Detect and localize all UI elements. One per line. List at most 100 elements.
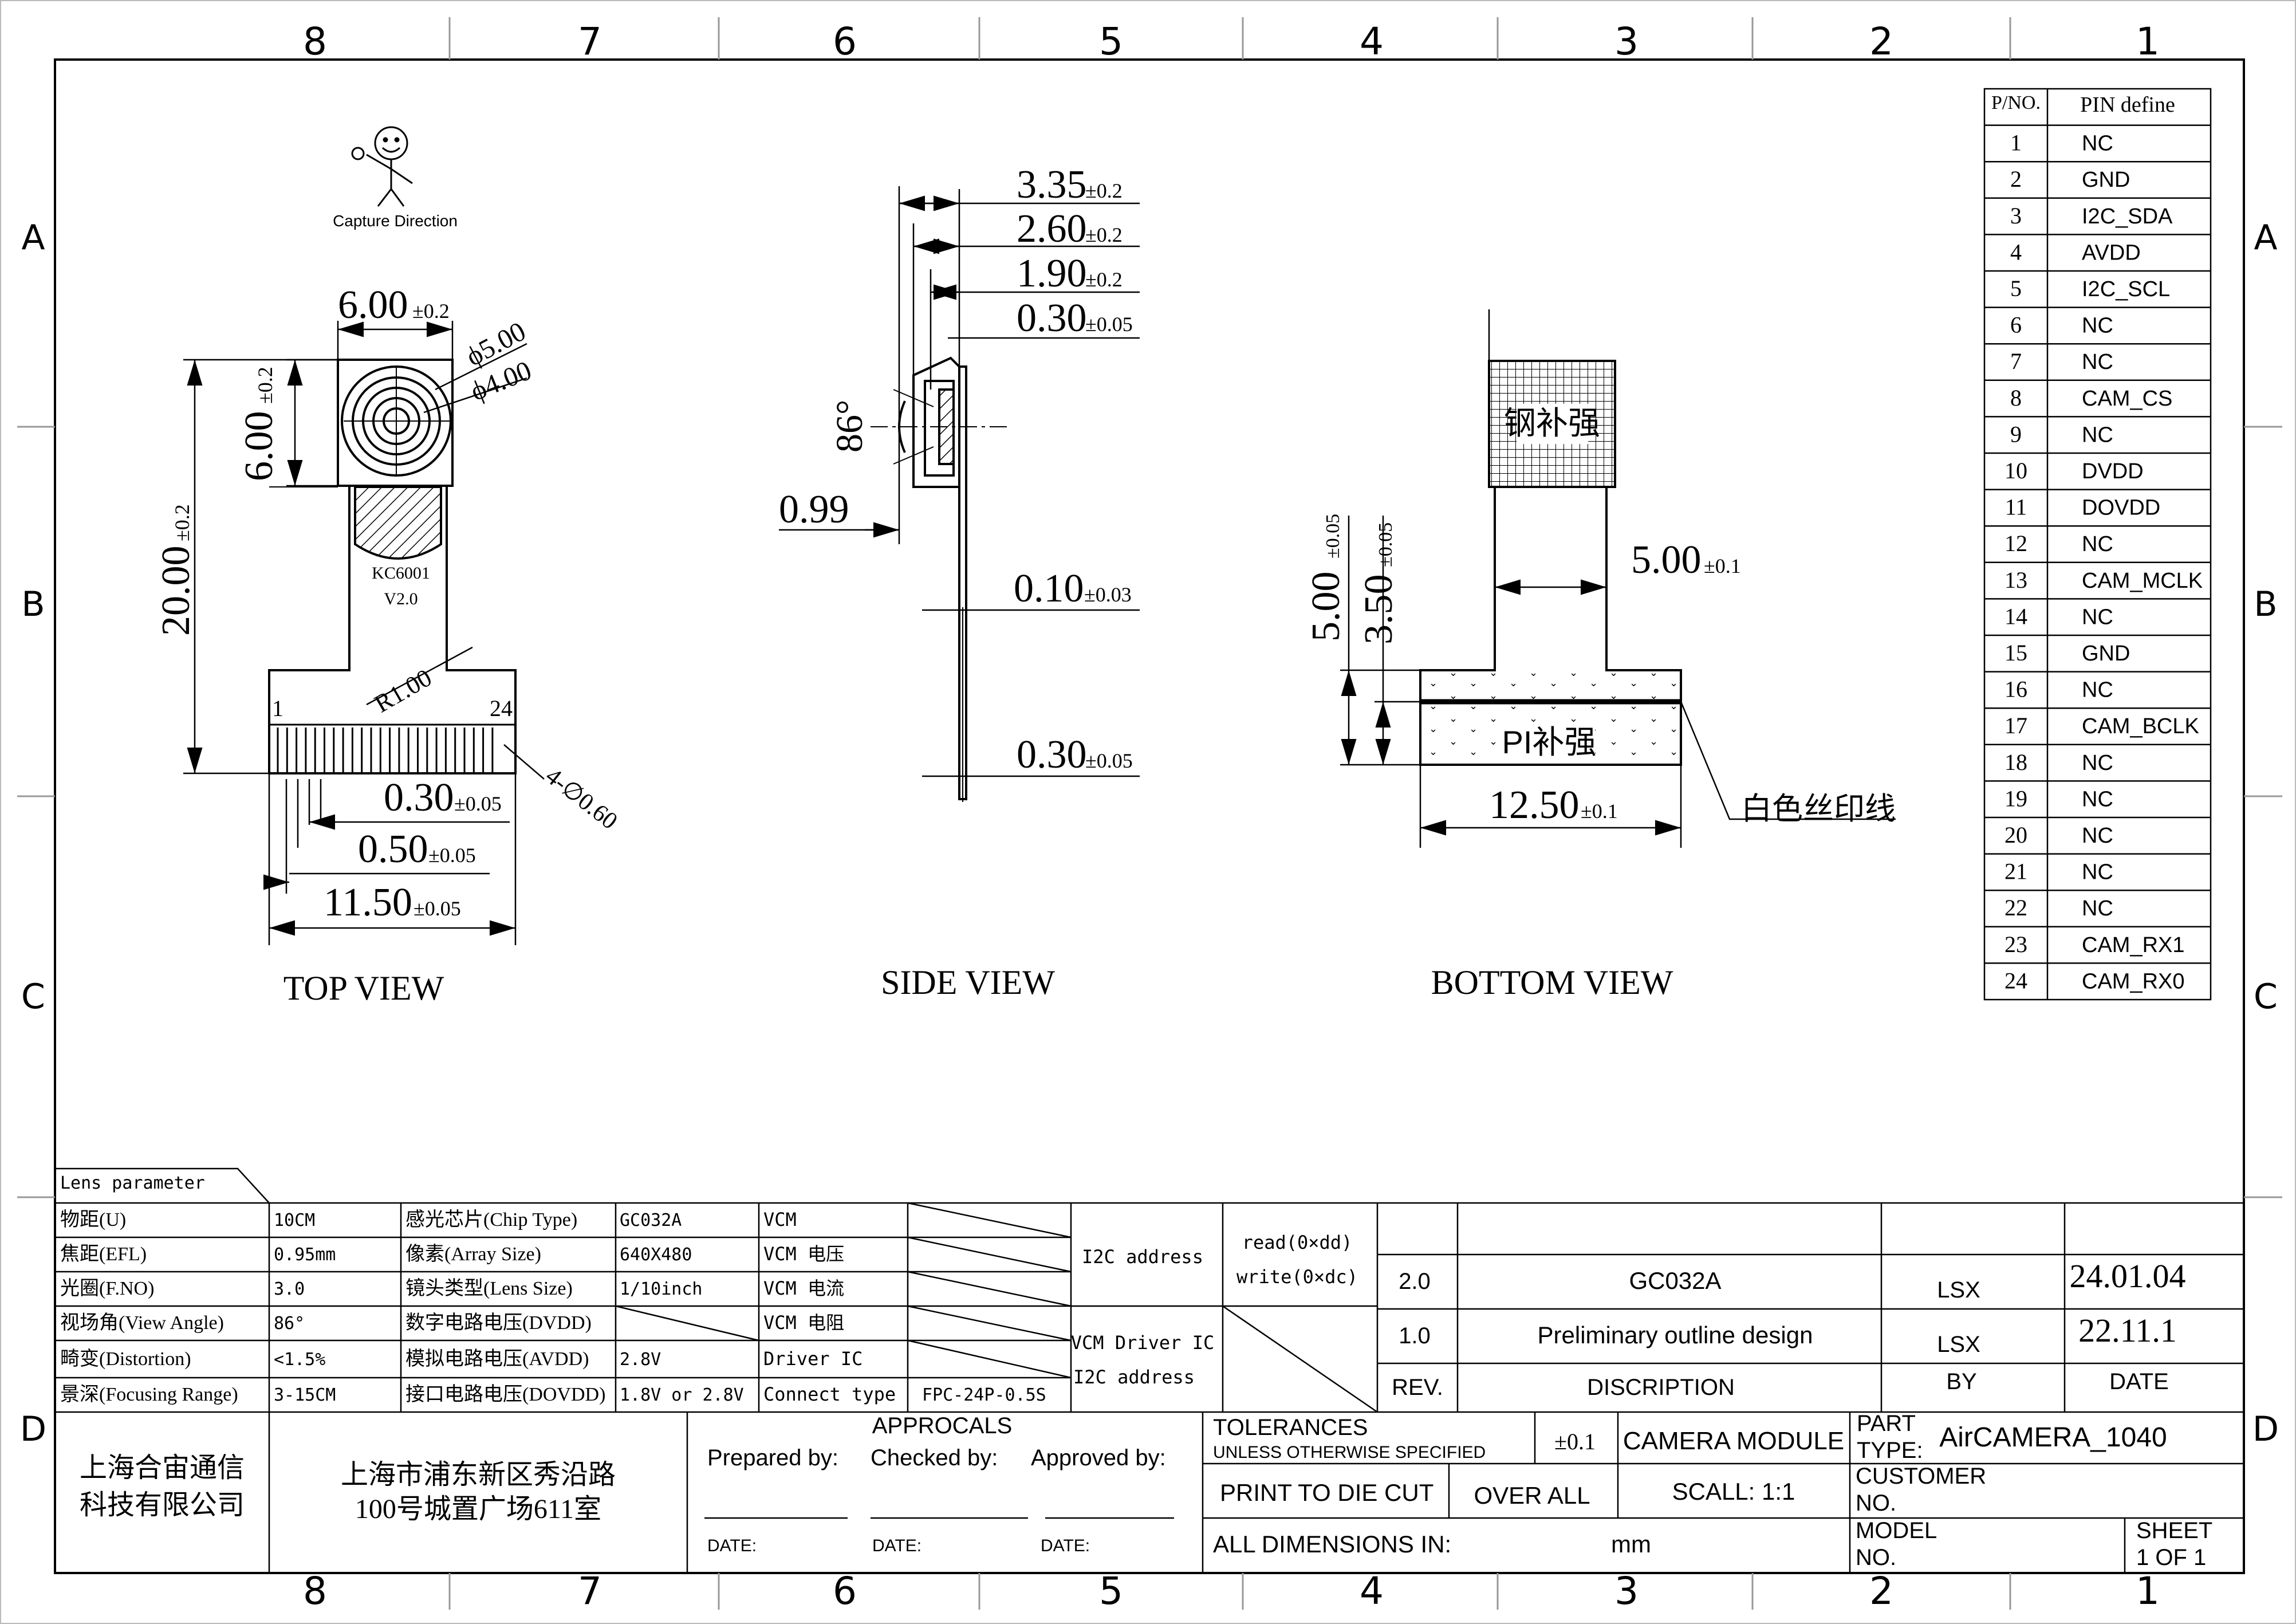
pin-number: 24 [2004,968,2027,993]
top-total-tol: ±0.2 [171,504,194,541]
pin-define: AVDD [2082,241,2141,265]
lens-cell: 1.8V or 2.8V [620,1385,744,1405]
bottom-h2-tol: ±0.05 [1375,522,1396,567]
rev-header: REV. [1392,1375,1443,1400]
bottom-neck-value: 5.00 [1631,538,1702,582]
border-col-bottom: 4 [1360,1569,1384,1613]
border-col-bottom: 2 [1869,1569,1893,1613]
customer-no-label-1: CUSTOMER [1856,1464,1986,1489]
top-height-tol: ±0.2 [254,367,277,404]
rev-by: LSX [1937,1332,1980,1357]
pin-number: 8 [2010,385,2022,411]
pin-number: 14 [2004,603,2027,629]
i2c-write-address: write(0×dc) [1236,1266,1358,1288]
side-d6-tol: ±0.03 [1084,583,1132,606]
lens-cell: 3-15CM [274,1385,336,1405]
border-row-right: C [2254,977,2278,1017]
border-col-top: 1 [2136,19,2160,64]
pad-width-tol: ±0.05 [454,792,502,815]
mount-holes: 4-∅0.60 [541,763,623,835]
pin-define: CAM_CS [2082,387,2172,411]
lens-cell: 景深(Focusing Range) [60,1384,238,1405]
lens-cell: 数字电路电压(DVDD) [405,1312,592,1334]
pin-define: NC [2082,896,2113,921]
tolerances-label: TOLERANCES [1213,1415,1368,1440]
approved-date-label: DATE: [1041,1536,1090,1555]
border-col-top: 7 [578,19,602,64]
lens-table-title: Lens parameter [60,1173,205,1193]
border-col-bottom: 6 [833,1569,857,1613]
pin-define: NC [2082,678,2113,702]
pin-last-label: 24 [490,695,513,721]
rev-number: 2.0 [1399,1269,1431,1294]
all-dimensions-label: ALL DIMENSIONS IN: [1213,1531,1451,1558]
rev-date: 24.01.04 [2070,1257,2186,1295]
lens-cell: 模拟电路电压(AVDD) [405,1348,589,1370]
side-d4-tol: ±0.05 [1085,313,1133,336]
top-width-value: 6.00 [338,283,408,327]
i2c-address-label: I2C address [1082,1246,1203,1268]
pin-define: GND [2082,642,2130,666]
top-width-tol: ±0.2 [412,300,450,323]
lens-cell: 10CM [274,1210,315,1230]
pin-number: 3 [2010,203,2022,229]
company-name-line2: 科技有限公司 [80,1490,245,1520]
lens-cell: 焦距(EFL) [60,1243,147,1265]
prepared-date-label: DATE: [707,1536,757,1555]
side-d7-tol: ±0.05 [1085,749,1133,772]
pin-define: CAM_RX0 [2082,969,2185,993]
approved-by-label: Approved by: [1031,1445,1166,1470]
lens-cell: 像素(Array Size) [405,1243,541,1265]
rev-date: 22.11.1 [2078,1312,2177,1349]
pin-number: 2 [2010,166,2022,192]
lens-cell: 镜头类型(Lens Size) [405,1277,573,1299]
side-d2-value: 2.60 [1017,207,1087,251]
pin-define: NC [2082,824,2113,848]
pin-define: GND [2082,168,2130,192]
pin-define: NC [2082,350,2113,374]
part-type-label-1: PART [1857,1411,1916,1436]
sheet-label: SHEET [2136,1518,2212,1543]
lens-cell: 2.8V [620,1350,661,1370]
pin-number: 18 [2004,749,2027,775]
border-row-left: D [20,1409,46,1449]
approvals-label: APPROCALS [872,1413,1013,1438]
lens-cell: 畸变(Distortion) [60,1348,191,1370]
pin-number: 15 [2004,640,2027,666]
border-col-bottom: 5 [1099,1569,1123,1613]
address-line1: 上海市浦东新区秀沿路 [341,1460,616,1490]
corner-radius: R1.00 [370,663,437,718]
model-version: V2.0 [384,589,418,608]
vcm-i2c-address-label: I2C address [1073,1366,1195,1388]
vcm-driver-ic-label: VCM Driver IC [1071,1332,1214,1354]
side-d4-value: 0.30 [1017,296,1087,340]
border-row-left: C [21,977,45,1017]
scale-label: SCALL: 1:1 [1672,1478,1795,1505]
part-type-value: AirCAMERA_1040 [1939,1422,2167,1453]
lens-cell: Connect type [763,1383,896,1405]
by-header: BY [1946,1369,1976,1394]
pin-number: 13 [2004,567,2027,593]
pi-stiffener-label: PI补强 [1502,724,1597,760]
lens-cell: VCM 电阻 [763,1312,844,1334]
pin-number: 12 [2004,530,2027,556]
pin-define: NC [2082,860,2113,884]
border-row-left: B [21,584,45,624]
top-height-value: 6.00 [237,411,281,482]
pad-pitch-tol: ±0.05 [428,844,476,867]
pin-define: NC [2082,132,2113,156]
bottom-h1-value: 5.00 [1304,572,1348,642]
pin-number: 10 [2004,458,2027,483]
field-of-view-angle: 86° [829,400,871,453]
bottom-width-value: 12.50 [1489,783,1580,827]
revision-block [1377,1203,2244,1412]
pin-table-header-no: P/NO. [1991,92,2041,113]
checked-by-label: Checked by: [871,1445,998,1470]
pin-number: 20 [2004,822,2027,848]
customer-no-label-2: NO. [1856,1491,1896,1516]
company-name-line1: 上海合宙通信 [80,1453,245,1483]
